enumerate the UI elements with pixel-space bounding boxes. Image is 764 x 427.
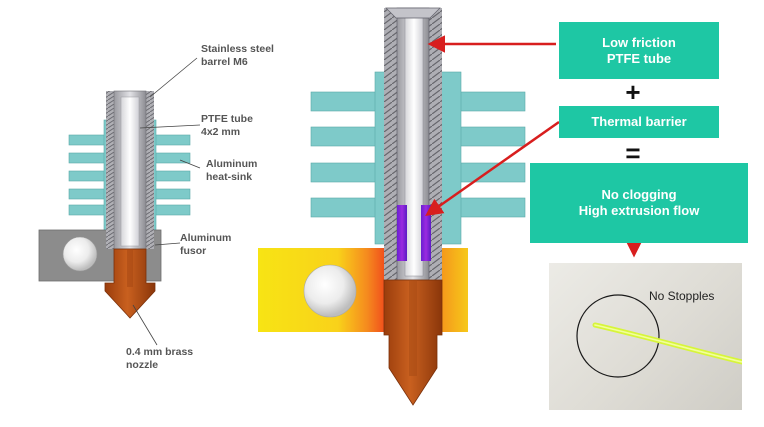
photo-caption: No Stopples <box>649 289 715 303</box>
callout-arrows <box>425 35 643 258</box>
filament-photo: No Stopples <box>549 263 742 410</box>
thermal-barrier-zone-right <box>421 205 431 261</box>
label-heatsink: Aluminum heat-sink <box>206 158 258 183</box>
label-nozzle: 0.4 mm brass nozzle <box>126 346 194 371</box>
large-heater-cartridge <box>303 264 357 318</box>
label-fusor: Aluminum fusor <box>180 232 232 257</box>
leader-lines <box>132 57 201 346</box>
box-thermal-barrier: Thermal barrier <box>559 106 719 138</box>
thermal-barrier-zone-left <box>397 205 407 261</box>
small-hotend <box>38 90 191 319</box>
box-result: No clogging High extrusion flow <box>530 163 748 243</box>
label-ptfe-tube: PTFE tube 4x2 mm <box>201 113 253 138</box>
large-hotend <box>258 7 526 406</box>
small-heater-cartridge <box>62 236 98 272</box>
arrow-thermal-barrier <box>425 120 560 217</box>
box-low-friction: Low friction PTFE tube <box>559 22 719 79</box>
small-barrel-thread-left <box>106 91 114 249</box>
small-ptfe-tube <box>120 96 140 247</box>
large-barrel-thread-left <box>384 8 397 280</box>
small-barrel-thread-right <box>146 91 154 249</box>
equals-sign: = <box>625 138 641 168</box>
large-ptfe-tube <box>404 11 424 277</box>
plus-sign: + <box>625 77 641 107</box>
photo-circle-marking <box>576 294 660 378</box>
label-barrel: Stainless steel barrel M6 <box>201 43 274 68</box>
